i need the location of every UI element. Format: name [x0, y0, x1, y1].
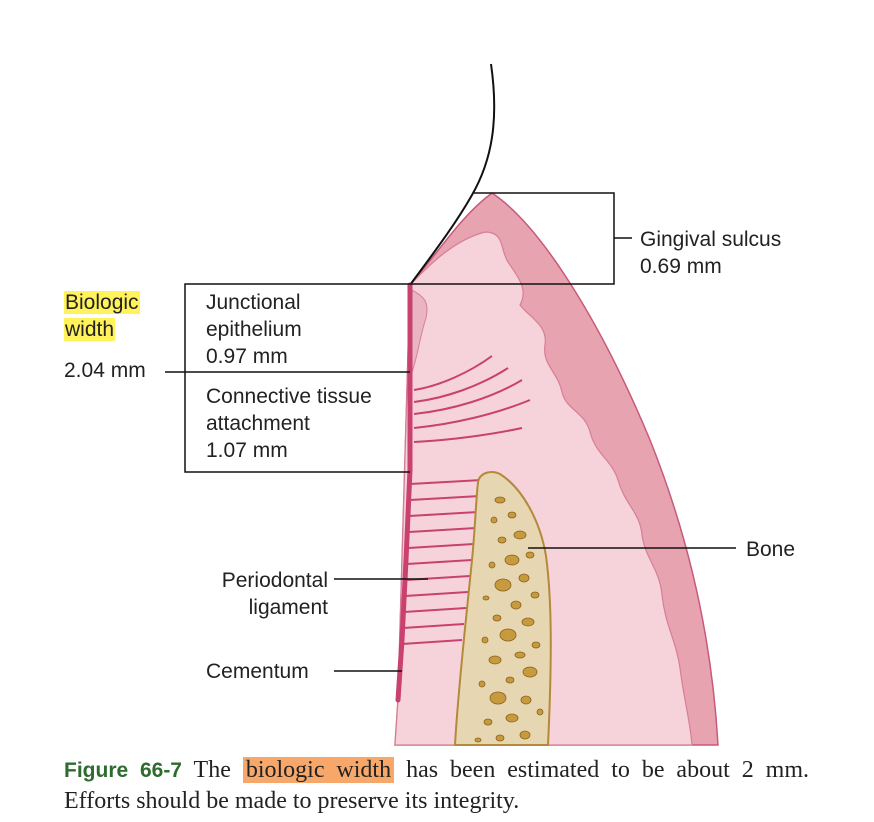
figure-number: Figure 66-7 [64, 759, 182, 782]
caption-text-before: The [193, 757, 231, 783]
bone-label: Bone [746, 538, 796, 561]
connective-line1: Connective tissue [206, 385, 372, 408]
periodontal-line2: ligament [248, 596, 328, 619]
periodontal-ligament-label: Periodontal ligament [202, 567, 328, 621]
bone-pores [474, 496, 544, 743]
biologic-width-line1: Biologic [64, 291, 140, 314]
biologic-width-box [184, 283, 410, 473]
biologic-width-label: Biologic width [64, 289, 140, 343]
gingival-sulcus-label: Gingival sulcus 0.69 mm [640, 226, 781, 280]
junctional-epithelium-label: Junctional epithelium 0.97 mm [206, 289, 302, 370]
tooth-outline [409, 63, 496, 286]
junctional-epithelium-shape [411, 289, 428, 373]
figure-caption: Figure 66-7 The biologic width has been … [64, 755, 809, 817]
connective-tissue-label: Connective tissue attachment 1.07 mm [206, 383, 372, 464]
biologic-width-line2: width [64, 318, 116, 341]
junctional-line1: Junctional [206, 291, 301, 314]
periodontal-line1: Periodontal [221, 569, 328, 592]
root-cementum [395, 282, 413, 703]
gingival-sulcus-value: 0.69 mm [640, 255, 722, 278]
connective-tissue-fibers [413, 355, 531, 443]
caption-text-after: has been estimated to be about 2 mm. Eff… [64, 757, 810, 814]
gingival-sulcus-text: Gingival sulcus [640, 228, 782, 251]
connective-line2: attachment [206, 412, 310, 435]
cementum-label: Cementum [206, 660, 309, 683]
biologic-width-value: 2.04 mm [64, 359, 146, 382]
junctional-line2: epithelium [206, 318, 302, 341]
connective-value: 1.07 mm [206, 439, 288, 462]
caption-highlight: biologic width [242, 757, 395, 783]
junctional-value: 0.97 mm [206, 345, 288, 368]
